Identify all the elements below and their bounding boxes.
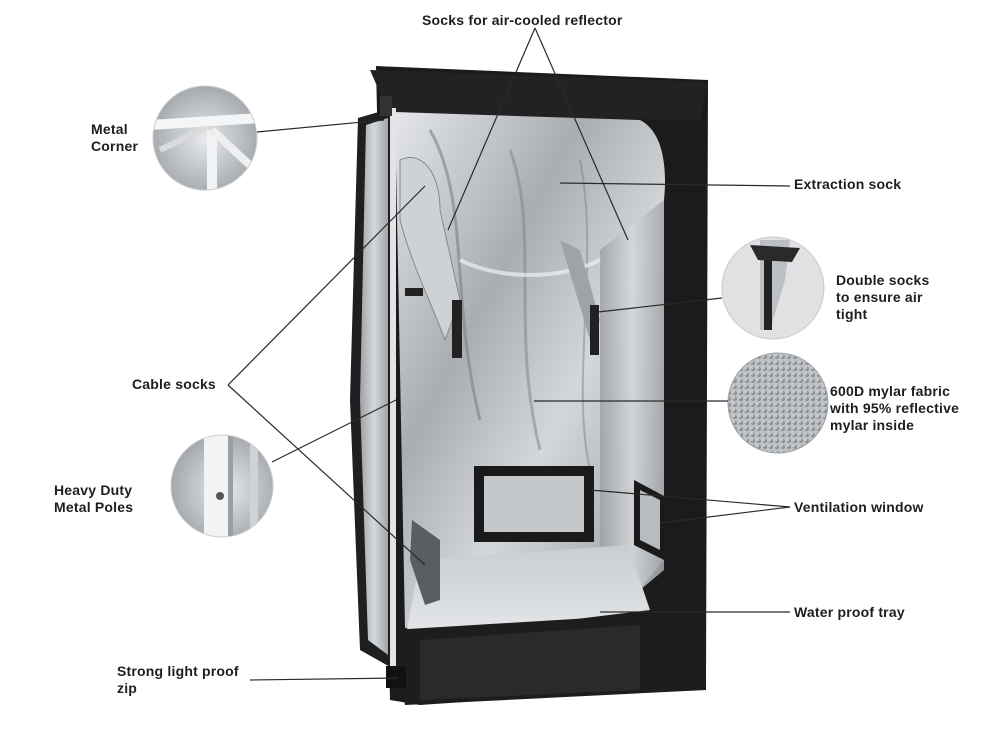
metal-corner-detail <box>153 86 257 190</box>
metal-poles-detail <box>171 435 273 537</box>
light-proof-zip-line-1: Strong light proof <box>117 663 239 679</box>
metal-corner-label: Metal Corner <box>91 121 138 155</box>
heavy-duty-poles-label: Heavy Duty Metal Poles <box>54 482 133 516</box>
light-proof-zip-label: Strong light proof zip <box>117 663 239 697</box>
mylar-fabric-detail <box>728 353 828 453</box>
socks-reflector-label: Socks for air-cooled reflector <box>422 12 623 28</box>
heavy-duty-line-1: Heavy Duty <box>54 482 133 498</box>
water-proof-tray-label: Water proof tray <box>794 604 905 620</box>
cable-socks-label: Cable socks <box>132 376 216 392</box>
double-socks-line-2: to ensure air <box>836 289 923 305</box>
light-proof-zip-line-2: zip <box>117 680 138 696</box>
extraction-sock-label: Extraction sock <box>794 176 902 192</box>
double-socks-label: Double socks to ensure air tight <box>836 272 929 323</box>
metal-corner-line-1: Metal <box>91 121 128 137</box>
ventilation-window-label: Ventilation window <box>794 499 924 515</box>
double-socks-line-3: tight <box>836 306 868 322</box>
mylar-fabric-label: 600D mylar fabric with 95% reflective my… <box>830 383 959 434</box>
mylar-fabric-line-2: with 95% reflective <box>830 400 960 416</box>
grow-tent <box>350 66 708 705</box>
heavy-duty-line-2: Metal Poles <box>54 499 134 515</box>
metal-corner-line-2: Corner <box>91 138 139 154</box>
leader-lines <box>227 27 791 681</box>
mylar-fabric-line-1: 600D mylar fabric <box>830 383 951 399</box>
double-socks-detail <box>722 237 824 339</box>
double-socks-line-1: Double socks <box>836 272 930 288</box>
mylar-fabric-line-3: mylar inside <box>830 417 915 433</box>
